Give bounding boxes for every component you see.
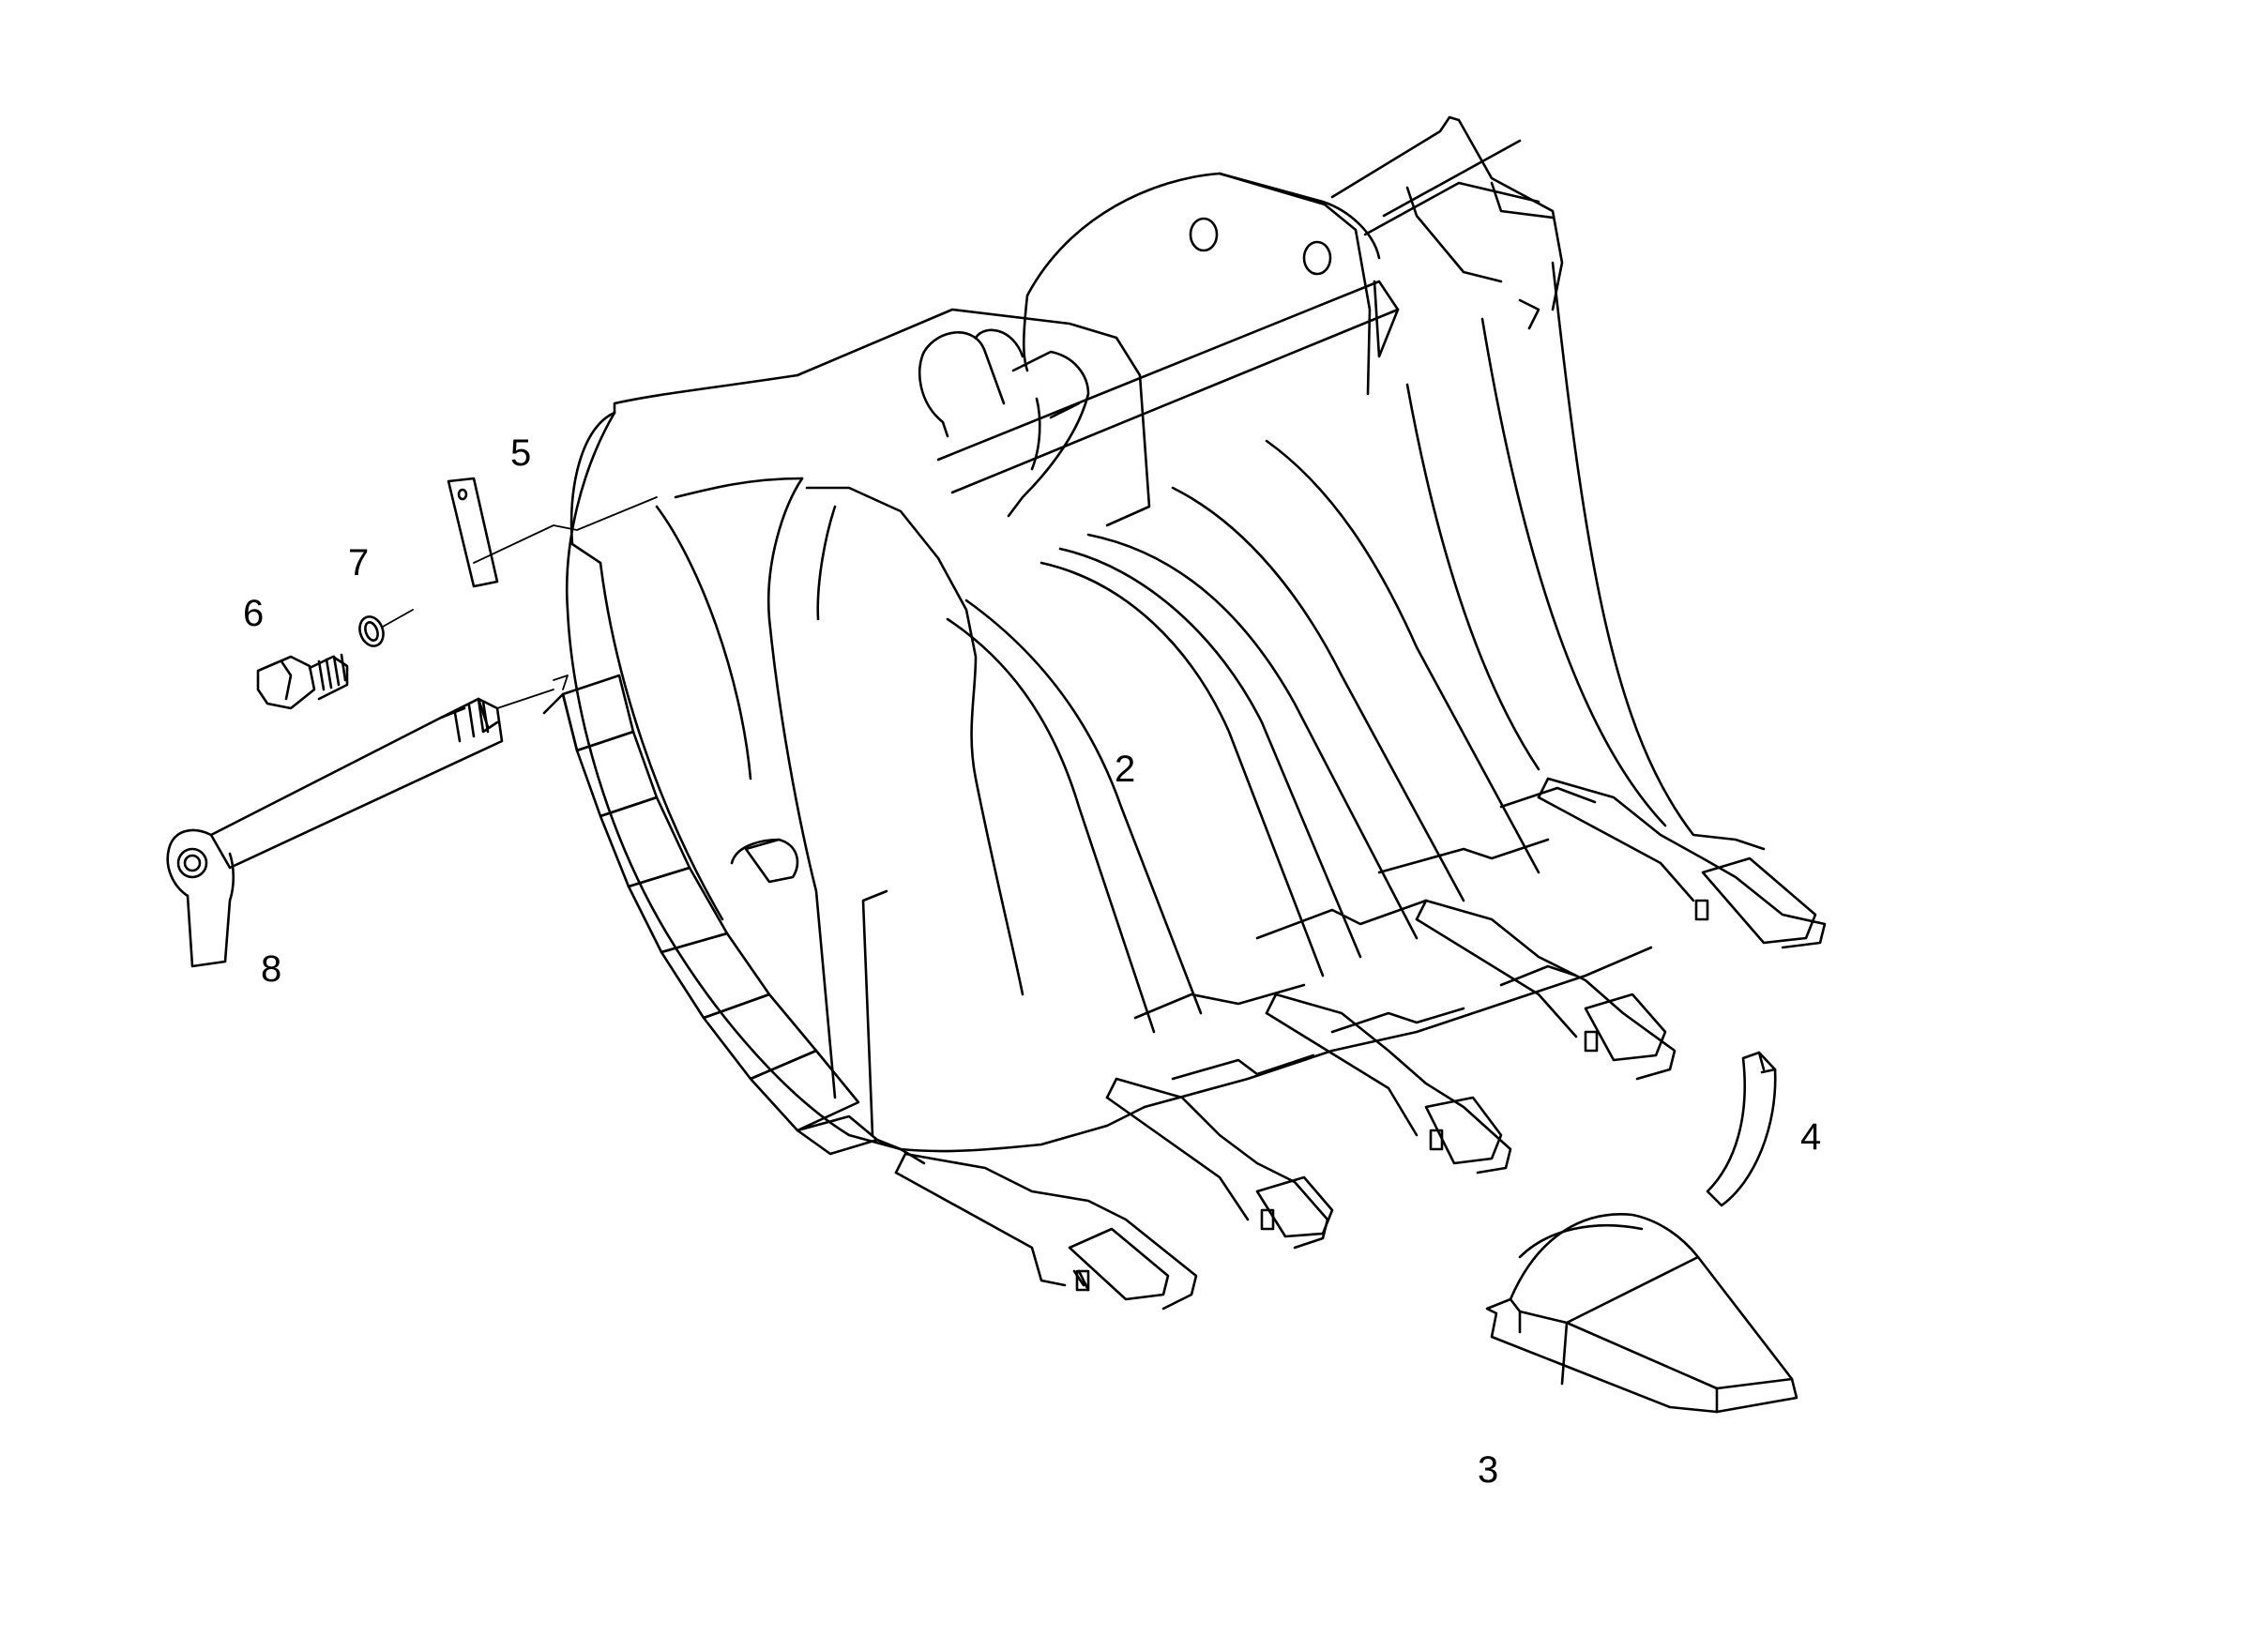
- callout-5-label: 5: [510, 432, 532, 474]
- callout-6-label: 6: [243, 593, 265, 634]
- hex-bolt-drawing: [256, 653, 349, 710]
- pivot-pin-drawing: [166, 674, 569, 968]
- lock-wedge-drawing: [1706, 1051, 1777, 1207]
- locking-plate-drawing: [447, 477, 658, 588]
- callout-3-label: 3: [1478, 1449, 1499, 1491]
- callout-8-label: 8: [261, 948, 282, 990]
- washer-drawing: [358, 609, 414, 647]
- callout-2-label: 2: [1115, 749, 1136, 790]
- callout-7-label: 7: [348, 542, 370, 584]
- callout-4-label: 4: [1800, 1116, 1822, 1158]
- tooth-tip-drawing: [1485, 1213, 1798, 1414]
- bucket-body-drawing: [542, 115, 1827, 1311]
